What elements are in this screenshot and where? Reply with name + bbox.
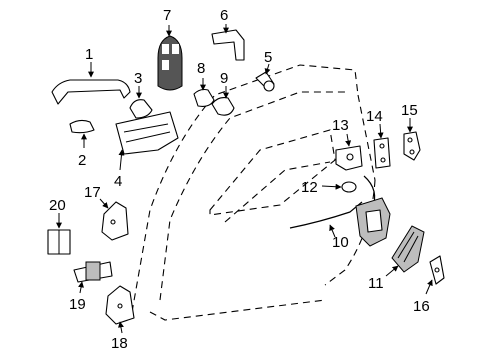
callout-4: 4 [114, 173, 122, 190]
callout-16: 16 [413, 298, 430, 315]
part-4-handle-bracket [115, 111, 179, 171]
part-3-handle-cap [129, 86, 153, 119]
part-20-check-strap [47, 213, 71, 255]
part-15-plate [403, 118, 421, 161]
callout-6: 6 [220, 7, 228, 24]
part-12-plug [321, 181, 357, 193]
callout-10: 10 [332, 234, 349, 251]
callout-1: 1 [85, 46, 93, 63]
part-11-actuator [385, 225, 425, 277]
part-13-hinge [335, 133, 363, 171]
callout-12: 12 [301, 179, 318, 196]
part-6-bracket [211, 24, 245, 61]
callout-8: 8 [197, 60, 205, 77]
callout-7: 7 [163, 7, 171, 24]
callout-2: 2 [78, 152, 86, 169]
callout-20: 20 [49, 197, 66, 214]
callout-14: 14 [366, 108, 383, 125]
callout-18: 18 [111, 335, 128, 352]
part-7-key [157, 25, 183, 91]
part-2-bezel [69, 119, 95, 148]
callout-5: 5 [264, 49, 272, 66]
part-17-hinge [99, 198, 129, 241]
callout-9: 9 [220, 70, 228, 87]
part-8-trim [193, 78, 215, 107]
callout-13: 13 [332, 117, 349, 134]
part-5-lock-cylinder [255, 63, 275, 92]
part-1-outside-handle [51, 62, 131, 105]
part-16-bracket [425, 255, 445, 295]
callout-3: 3 [134, 70, 142, 87]
part-18-hinge-lower [105, 285, 135, 334]
callout-labels: 1 2 3 4 5 6 7 8 9 10 11 12 13 14 15 16 1… [49, 7, 430, 352]
part-10-latch-cable [289, 175, 391, 247]
callout-19: 19 [69, 296, 86, 313]
door-frame-outline [131, 64, 376, 321]
part-14-plate [373, 123, 391, 169]
part-9-trim [211, 86, 235, 116]
part-19-door-check [73, 261, 113, 294]
callout-11: 11 [368, 275, 384, 292]
callout-17: 17 [84, 184, 101, 201]
callout-15: 15 [401, 102, 418, 119]
